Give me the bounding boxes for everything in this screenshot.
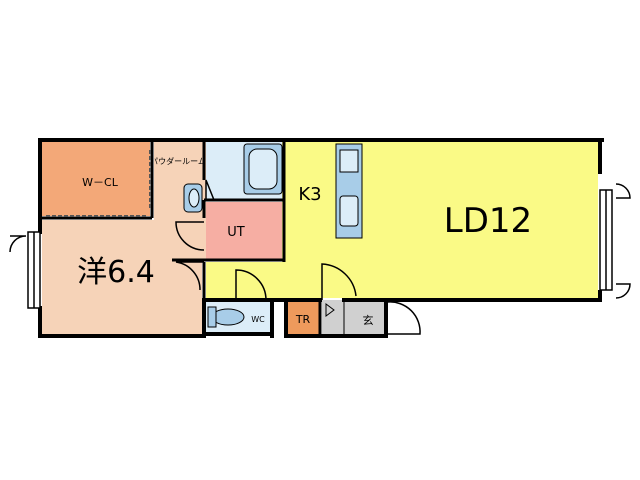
right-window: [599, 189, 613, 291]
left-exterior-door-swing: [9, 235, 27, 253]
utility-room: [206, 202, 282, 260]
toilet-tank: [207, 306, 217, 328]
kitchen-stove: [339, 149, 359, 173]
label-wcl: W－CL: [82, 176, 119, 189]
label-ld: LD12: [444, 201, 532, 241]
entrance-step-mark: [325, 303, 335, 317]
walls: [38, 138, 604, 338]
label-tr: TR: [295, 313, 311, 326]
living-dining-kitchen: [282, 142, 598, 298]
right-balcony-door-swing: [615, 183, 631, 199]
label-wc: WC: [251, 315, 265, 324]
interior-walls: [42, 140, 322, 336]
kitchen-sink: [339, 195, 359, 227]
label-powder: パウダールーム: [150, 156, 206, 166]
label-ut: UT: [227, 225, 245, 240]
label-western: 洋6.4: [77, 255, 155, 290]
entrance-area: [322, 300, 384, 336]
washbasin-bowl: [188, 188, 200, 208]
bathtub-inner: [248, 148, 278, 190]
walk-in-closet: [42, 142, 150, 216]
label-kitchen: K3: [298, 184, 321, 205]
right-balcony-door-swing-2: [615, 283, 631, 299]
hall: [206, 262, 286, 300]
left-window: [27, 231, 41, 309]
label-entrance: 玄: [363, 313, 374, 327]
toilet-bowl: [211, 308, 245, 326]
door-swings: [175, 179, 421, 335]
trunk-room: [286, 302, 320, 334]
